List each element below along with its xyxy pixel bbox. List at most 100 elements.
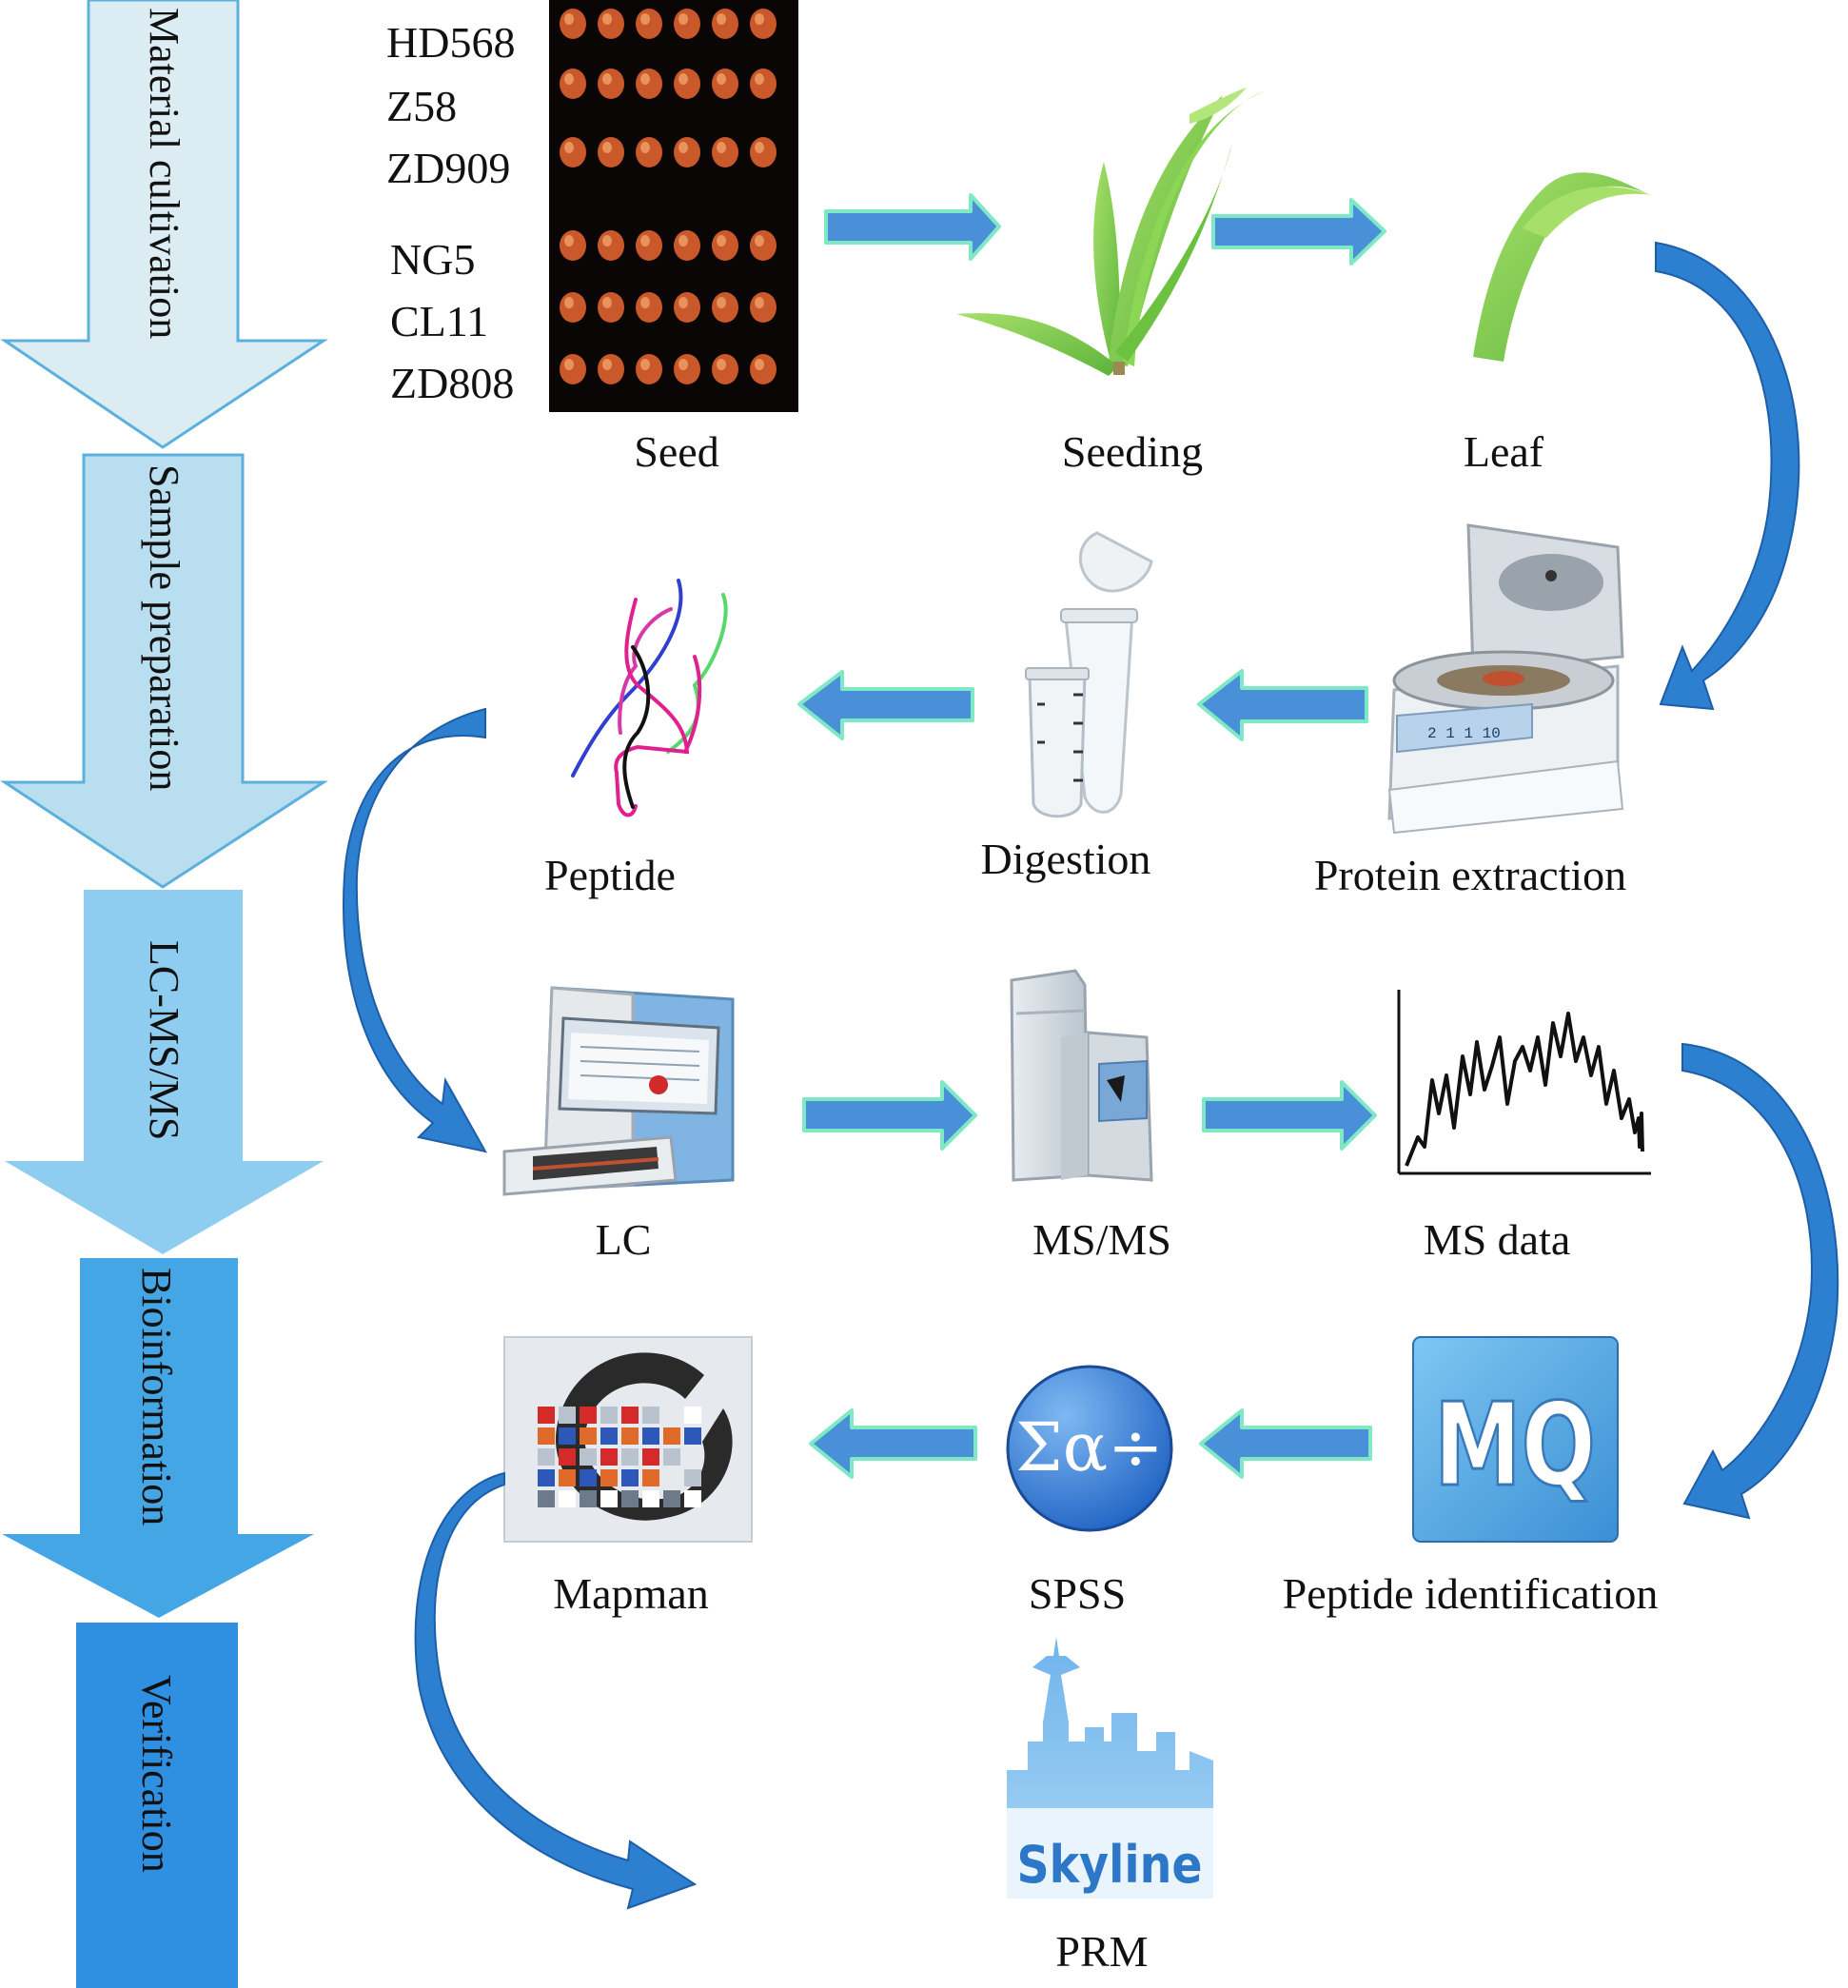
centrifuge-icon: 2 1 1 10 — [1387, 523, 1624, 835]
mapman-square — [600, 1448, 618, 1466]
step-label-seeding: Seeding — [1062, 427, 1203, 476]
mapman-square — [684, 1490, 701, 1507]
seed-highlight — [755, 235, 764, 246]
seed-highlight — [717, 73, 726, 85]
seed-kernel — [750, 230, 777, 261]
seed-kernel — [560, 9, 586, 39]
seed-highlight — [564, 13, 574, 25]
flow-arrow-left — [797, 670, 974, 740]
seed-highlight — [755, 297, 764, 308]
seed-kernel — [712, 9, 738, 39]
curve-arrow-mapman-to-prm — [414, 1471, 698, 1910]
seed-highlight — [678, 359, 688, 370]
seed-highlight — [640, 73, 650, 85]
mapman-square — [580, 1448, 597, 1466]
seed-highlight — [717, 359, 726, 370]
mapman-square — [684, 1427, 701, 1445]
mapman-square — [559, 1469, 576, 1486]
mapman-square — [600, 1427, 618, 1445]
mapman-square — [663, 1427, 680, 1445]
mapman-square — [538, 1407, 555, 1424]
variety-label: ZD808 — [390, 359, 514, 407]
seed-kernel — [674, 69, 700, 99]
seed-kernel — [750, 9, 777, 39]
variety-label: Z58 — [386, 82, 457, 130]
step-label-prm: PRM — [1055, 1927, 1148, 1976]
seed-kernel — [750, 292, 777, 323]
seed-kernel — [636, 137, 662, 167]
svg-text:2 1 1 10: 2 1 1 10 — [1427, 725, 1501, 742]
seed-kernel — [598, 137, 624, 167]
flow-arrow-left — [1199, 1408, 1372, 1479]
seed-highlight — [640, 142, 650, 153]
seed-kernel — [560, 69, 586, 99]
mapman-square — [600, 1469, 618, 1486]
mapman-square — [580, 1407, 597, 1424]
seed-kernel — [750, 354, 777, 384]
mapman-square — [621, 1448, 639, 1466]
seed-highlight — [640, 297, 650, 308]
flow-arrows — [797, 193, 1386, 1479]
curve-arrow-peptide-to-lc — [343, 707, 487, 1153]
skyline-logo: Skyline — [1007, 1637, 1213, 1899]
mapman-square — [642, 1427, 659, 1445]
seed-image — [549, 0, 798, 412]
seed-kernel — [674, 137, 700, 167]
step-label-mapman: Mapman — [553, 1569, 709, 1618]
seed-kernel — [674, 230, 700, 261]
seed-highlight — [640, 235, 650, 246]
step-label-ms-data: MS data — [1424, 1215, 1571, 1264]
flow-arrow-left — [809, 1408, 977, 1479]
seed-highlight — [755, 13, 764, 25]
mapman-square — [559, 1490, 576, 1507]
seed-grid — [560, 9, 777, 384]
seed-highlight — [717, 142, 726, 153]
stage-arrow-material-cultivation: Material cultivation — [0, 0, 328, 449]
step-label-leaf: Leaf — [1464, 427, 1544, 476]
step-label-peptide: Peptide — [544, 851, 676, 899]
mapman-square — [642, 1490, 659, 1507]
flow-arrow-right — [802, 1080, 977, 1151]
seed-kernel — [712, 137, 738, 167]
mapman-squares — [538, 1407, 701, 1507]
mapman-square — [663, 1490, 680, 1507]
mapman-square — [580, 1490, 597, 1507]
variety-label: ZD909 — [386, 144, 510, 192]
curve-arrow-leaf-to-centrifuge — [1655, 241, 1800, 711]
lc-instrument-icon — [502, 986, 735, 1196]
seed-highlight — [564, 142, 574, 153]
seed-kernel — [674, 354, 700, 384]
skyline-logo-text: Skyline — [1017, 1835, 1203, 1895]
seed-kernel — [598, 292, 624, 323]
mapman-square — [538, 1448, 555, 1466]
peptide-icon — [571, 579, 728, 817]
mapman-square — [621, 1427, 639, 1445]
mapman-square — [580, 1427, 597, 1445]
leaf-icon — [1473, 172, 1651, 362]
seed-highlight — [755, 142, 764, 153]
seed-highlight — [602, 73, 612, 85]
mapman-square — [600, 1490, 618, 1507]
mapman-square — [684, 1469, 701, 1486]
flow-arrow-left — [1197, 669, 1368, 741]
seedling-icon — [956, 88, 1266, 376]
mapman-square — [642, 1469, 659, 1486]
step-label-lc: LC — [596, 1215, 652, 1264]
seed-highlight — [678, 235, 688, 246]
flow-arrow-right — [824, 193, 1001, 261]
seed-highlight — [564, 359, 574, 370]
seed-highlight — [640, 13, 650, 25]
mapman-square — [559, 1427, 576, 1445]
seed-highlight — [602, 359, 612, 370]
stage-arrow-lc-ms-ms: LC-MS/MS — [5, 890, 324, 1254]
mapman-square — [621, 1407, 639, 1424]
stage-label-material-cultivation: Material cultivation — [141, 8, 187, 339]
stage-label-lc-ms-ms: LC-MS/MS — [141, 940, 187, 1140]
stage-arrow-bioinformation: Bioinformation — [2, 1258, 314, 1618]
ms-instrument-icon — [1010, 969, 1153, 1182]
seed-kernel — [636, 9, 662, 39]
seed-kernel — [712, 69, 738, 99]
seed-kernel — [712, 354, 738, 384]
seed-highlight — [678, 13, 688, 25]
seed-highlight — [717, 297, 726, 308]
